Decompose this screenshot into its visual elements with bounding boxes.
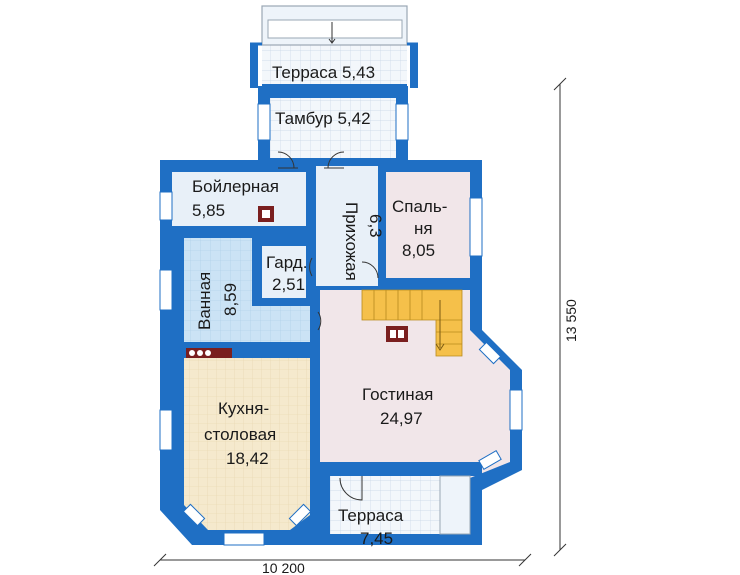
living-area: 24,97 (380, 409, 423, 428)
dimension-lines (153, 77, 567, 567)
terrace-bottom-label: Терраса (338, 506, 404, 525)
doors (277, 151, 379, 501)
height-dimension: 13 550 (563, 299, 579, 342)
terrace-top (250, 5, 418, 88)
boiler-room (172, 172, 306, 226)
bathroom-floor (184, 238, 310, 342)
kitchen-label-2: столовая (204, 425, 276, 444)
tambur (257, 86, 409, 168)
kitchen-area: 18,42 (226, 449, 269, 468)
terrace-top-label: Терраса 5,43 (272, 63, 375, 82)
fixtures (186, 206, 408, 358)
hall-area: 6,3 (366, 214, 385, 238)
width-dimension: 10 200 (262, 560, 305, 575)
wardrobe-area: 2,51 (272, 275, 305, 294)
wardrobe-floor (262, 246, 312, 298)
kitchen-floor (184, 358, 310, 530)
bathroom-label: Ванная (195, 272, 214, 330)
tambur-label: Тамбур 5,42 (275, 109, 371, 128)
hall-floor (316, 166, 378, 286)
boiler-label: Бойлерная (192, 177, 279, 196)
kitchen-label-1: Кухня- (218, 399, 269, 418)
boiler-area: 5,85 (192, 201, 225, 220)
bedroom-area: 8,05 (402, 241, 435, 260)
bedroom-floor (386, 172, 470, 278)
windows (159, 191, 523, 546)
terrace-bottom-area: 7,45 (360, 529, 393, 548)
bathroom-area: 8,59 (221, 283, 240, 316)
bedroom-label-2: ня (414, 219, 433, 238)
living-label: Гостиная (362, 385, 433, 404)
hall-label: Прихожая (342, 202, 361, 281)
interior-walls (172, 166, 482, 535)
living-floor (320, 290, 510, 478)
bedroom-label-1: Спаль- (392, 197, 447, 216)
stairs (361, 289, 463, 357)
wardrobe-label: Гард. (266, 253, 307, 272)
